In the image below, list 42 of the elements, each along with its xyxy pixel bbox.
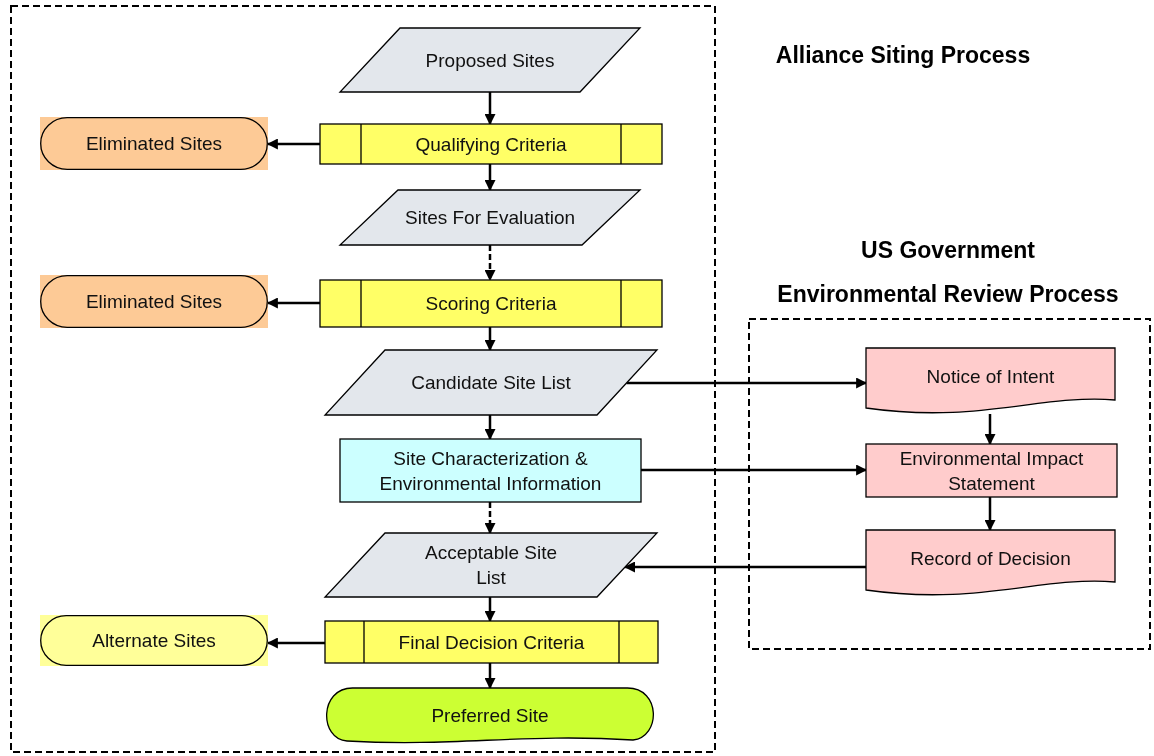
shape-label: Qualifying Criteria	[414, 132, 568, 157]
arrow	[484, 92, 496, 126]
process-box	[340, 439, 641, 502]
shape-label: Candidate Site List	[410, 371, 572, 395]
arrow	[984, 414, 996, 446]
terminal-wave-shape	[325, 688, 655, 743]
shape-label: Eliminated Sites	[84, 290, 224, 314]
shape-label: Eliminated Sites	[84, 132, 224, 156]
shape-label: Environmental Impact Statement	[898, 446, 1085, 496]
arrow	[484, 327, 496, 352]
shape-label: Scoring Criteria	[424, 292, 558, 316]
shape-label: Acceptable Site List	[424, 541, 558, 590]
shape-label: Sites For Evaluation	[404, 206, 576, 230]
shape-label: Record of Decision	[909, 546, 1072, 571]
data-parallelogram	[340, 190, 640, 245]
shape-label: Preferred Site	[430, 704, 550, 728]
predefined-process-box	[325, 621, 658, 663]
terminal-capsule	[40, 117, 268, 170]
predefined-process-box	[320, 124, 662, 164]
shape-label: Final Decision Criteria	[397, 630, 586, 655]
shape-label: Proposed Sites	[424, 48, 556, 73]
arrow	[484, 164, 496, 192]
group-heading: Environmental Review Process	[776, 280, 1120, 309]
terminal-capsule	[40, 615, 268, 666]
arrow	[484, 415, 496, 441]
arrow	[984, 497, 996, 532]
arrow	[484, 663, 496, 690]
data-parallelogram	[340, 28, 640, 92]
arrow	[484, 245, 496, 282]
shape-label: Site Characterization & Environmental Information	[378, 446, 603, 496]
arrow	[624, 561, 866, 573]
shape-label: Alternate Sites	[91, 629, 217, 653]
data-parallelogram	[325, 533, 657, 597]
data-parallelogram	[325, 350, 657, 415]
terminal-capsule	[40, 275, 268, 328]
group-heading: US Government	[860, 236, 1036, 265]
shape-label: Notice of Intent	[925, 364, 1056, 389]
predefined-process-box	[320, 280, 662, 327]
group-heading: Alliance Siting Process	[774, 41, 1032, 70]
arrow	[484, 502, 496, 535]
process-box	[866, 444, 1117, 497]
arrow	[484, 597, 496, 623]
